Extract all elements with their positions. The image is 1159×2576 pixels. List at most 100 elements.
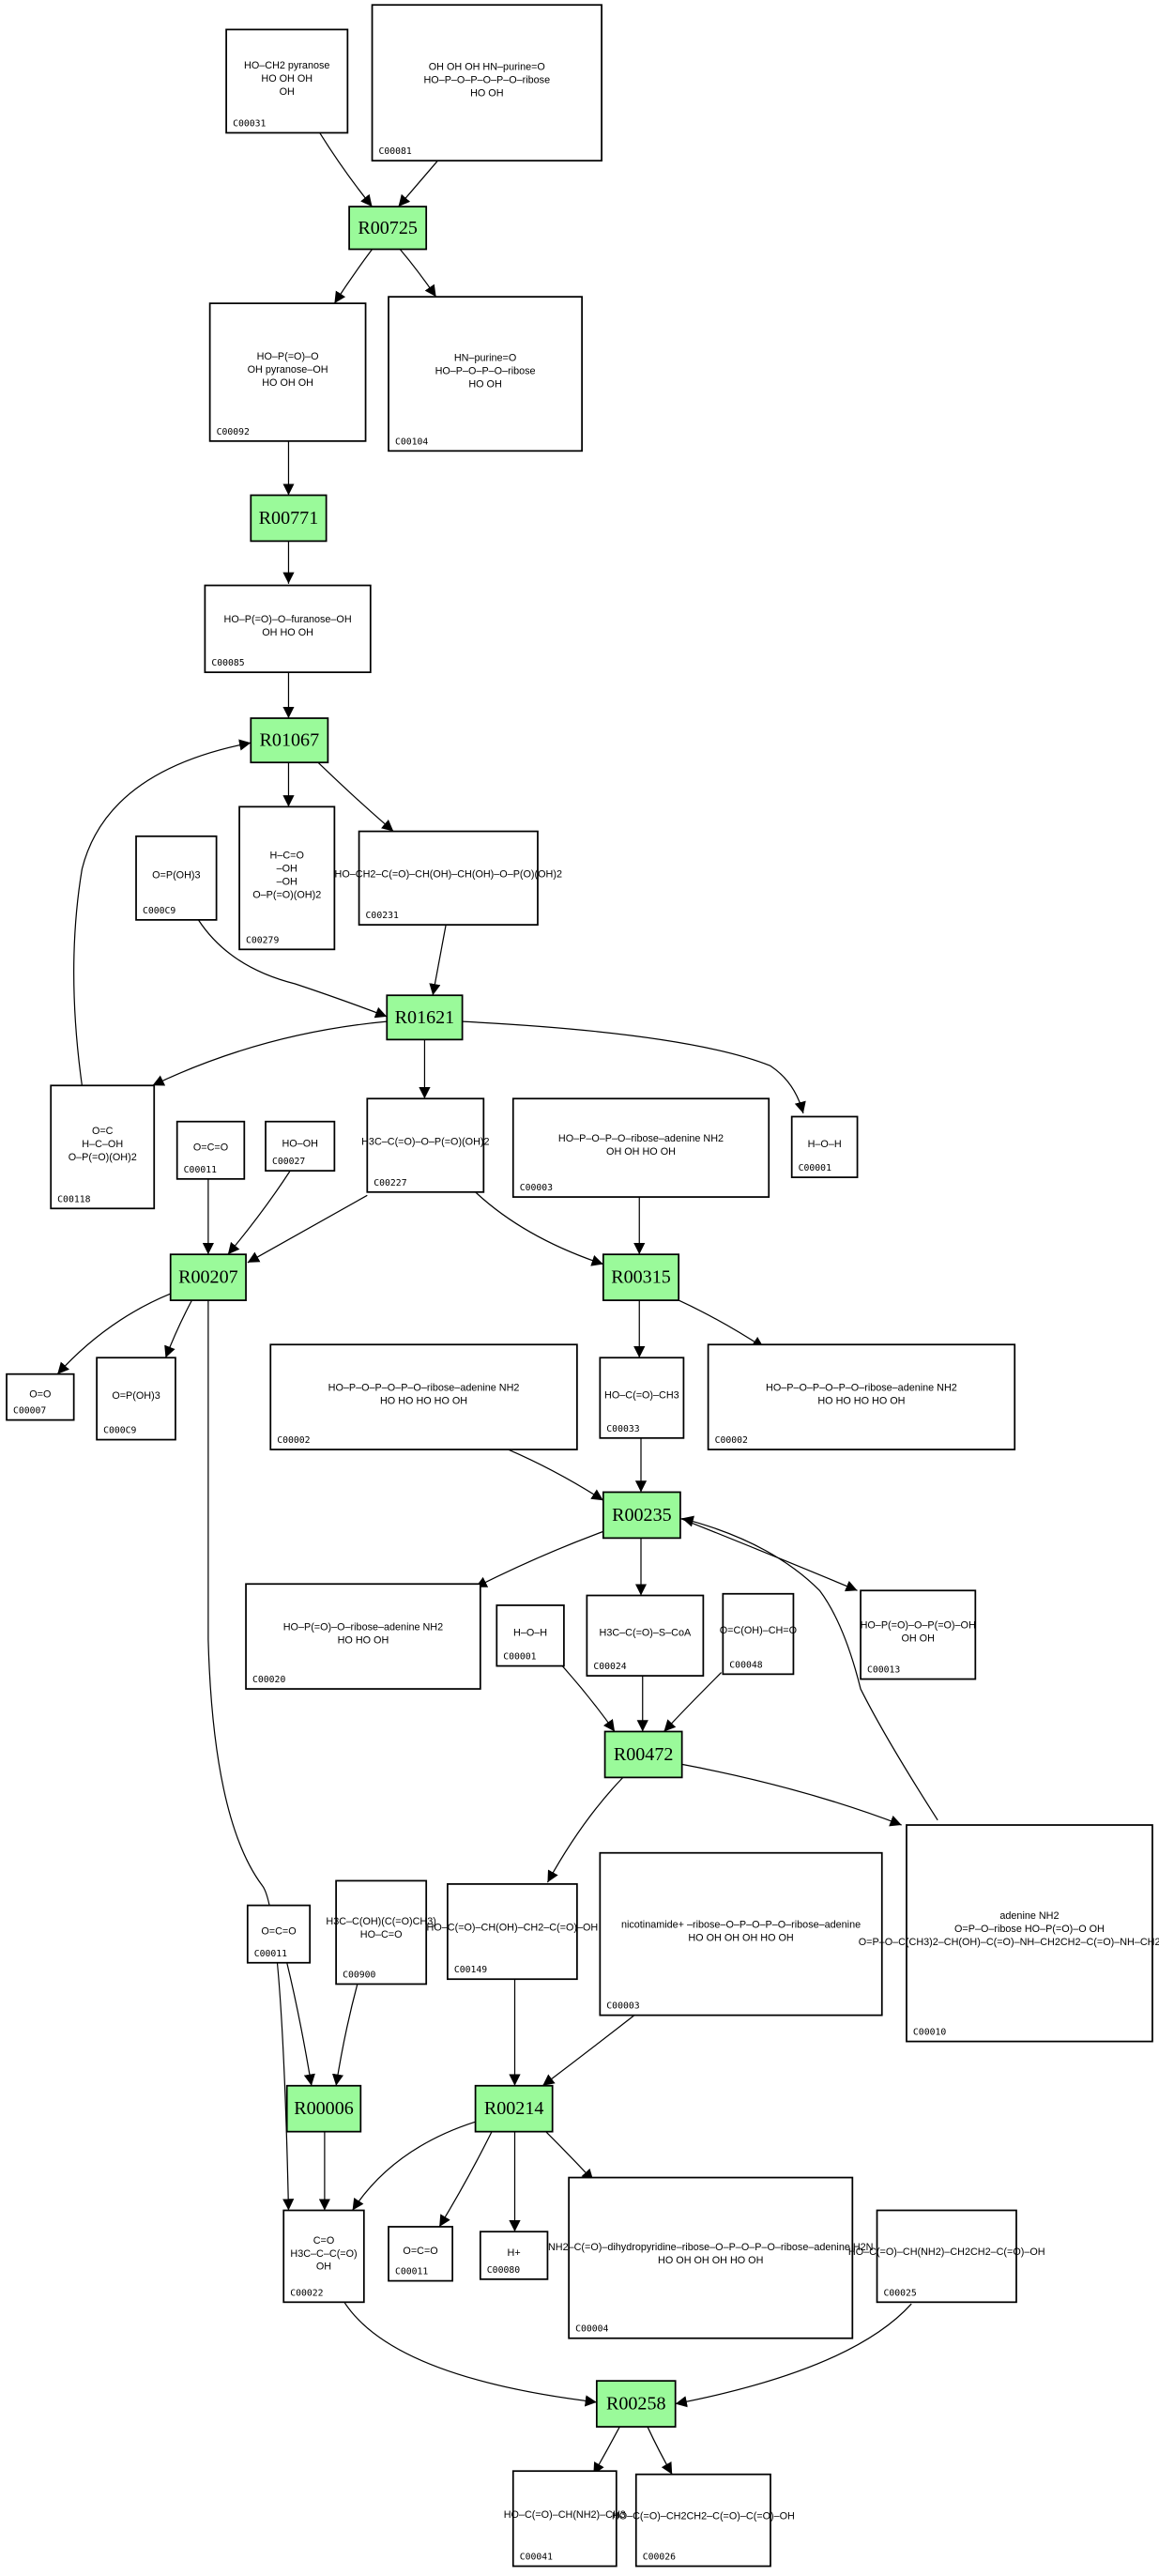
compound-node[interactable]: HO–C(=O)–CH2CH2–C(=O)–C(=O)–OH C00026 xyxy=(612,2473,795,2568)
compound-box xyxy=(204,584,372,674)
structure-line: HN–purine=O xyxy=(454,353,516,364)
reaction-node[interactable]: R01621 xyxy=(386,994,464,1041)
reaction-node[interactable]: R00315 xyxy=(602,1253,680,1301)
edge-R01621-C00118 xyxy=(152,1020,388,1086)
structure-line: HO–C(=O)–CH(OH)–CH2–C(=O)–OH xyxy=(427,1922,599,1933)
structure-line: HO OH xyxy=(468,379,501,391)
compound-box xyxy=(722,1592,795,1676)
reaction-node[interactable]: R00472 xyxy=(603,1730,683,1779)
compound-node[interactable]: NH2–C(=O)–dihydropyridine–ribose–O–P–O–P… xyxy=(548,2176,874,2339)
structure-line: O=O xyxy=(29,1389,51,1401)
compound-id: C00026 xyxy=(643,2553,676,2563)
compound-id: C00011 xyxy=(395,2267,428,2277)
compound-id: C00011 xyxy=(254,1949,287,1959)
compound-box xyxy=(175,1120,246,1180)
reaction-node[interactable]: R00214 xyxy=(474,2084,554,2133)
edge-C00027-R00207 xyxy=(227,1170,291,1255)
structure-line: nicotinamide+ –ribose–O–P–O–P–O–ribose–a… xyxy=(621,1920,861,1931)
compound-id: C00001 xyxy=(799,1163,831,1173)
reaction-node[interactable]: R00258 xyxy=(595,2380,677,2428)
reaction-node[interactable]: R00207 xyxy=(169,1253,247,1301)
structure-line: HO–P(=O)–O xyxy=(257,351,319,362)
reaction-label: R00207 xyxy=(178,1267,238,1288)
reaction-label: R00214 xyxy=(484,2098,544,2119)
structure-line: O=P–O–ribose HO–P(=O)–O OH xyxy=(954,1924,1105,1935)
compound-id: C00279 xyxy=(246,935,279,945)
compound-box xyxy=(269,1343,578,1450)
compound-node[interactable]: H+C00080 xyxy=(479,2231,549,2280)
reaction-node[interactable]: R00771 xyxy=(250,494,328,543)
compound-box xyxy=(265,1120,336,1172)
compound-node[interactable]: nicotinamide+ –ribose–O–P–O–P–O–ribose–a… xyxy=(599,1851,883,2016)
structure-line: H3C–C(OH)(C(=O)CH3) xyxy=(326,1916,435,1927)
structure-line: O=C xyxy=(92,1126,114,1137)
compound-id: C00092 xyxy=(217,427,250,437)
reaction-node[interactable]: R00006 xyxy=(285,2084,362,2133)
compound-id: C00027 xyxy=(272,1157,305,1167)
compound-node[interactable]: OH OH OH HN–purine=OHO–P–O–P–O–P–O–ribos… xyxy=(371,4,602,162)
structure-line: O=P(OH)3 xyxy=(152,870,200,882)
reaction-node[interactable]: R01067 xyxy=(250,717,329,764)
edge-R00258-C00026 xyxy=(647,2426,673,2476)
compound-id: C00003 xyxy=(606,2001,639,2012)
compound-box xyxy=(586,1594,705,1677)
structure-line: adenine NH2 xyxy=(999,1910,1059,1922)
edge-R00315-C00002b xyxy=(678,1299,765,1349)
structure-line: HO–P(=O)–O–ribose–adenine NH2 xyxy=(283,1622,443,1633)
compound-id: C00010 xyxy=(913,2028,946,2038)
structure-line: HO–P–O–P–O–ribose–adenine NH2 xyxy=(558,1133,724,1144)
reaction-node[interactable]: R00235 xyxy=(602,1491,681,1540)
structure-line: O=C=O xyxy=(261,1926,296,1938)
edge-C00002a-R00235 xyxy=(508,1449,604,1501)
compound-box xyxy=(96,1357,176,1441)
edge-R01067-C00231 xyxy=(317,761,394,833)
compound-id: C00013 xyxy=(867,1665,900,1676)
structure-line: O=C=O xyxy=(193,1142,228,1154)
structure-line: HO–P–O–P–O–P–O–ribose–adenine NH2 xyxy=(766,1383,957,1394)
reaction-label: R00472 xyxy=(614,1744,674,1765)
structure-line: HO OH OH xyxy=(262,377,313,389)
edge-R00725-C00104 xyxy=(399,249,437,298)
edge-R00235-C00020 xyxy=(475,1530,604,1588)
compound-node[interactable]: O=C=O C00011 xyxy=(246,1904,312,1964)
structure-line: O=C(OH)–CH=O xyxy=(720,1625,797,1636)
compound-box xyxy=(707,1343,1016,1450)
structure-line: HO–C=O xyxy=(360,1929,403,1940)
structure-line: HO–C(=O)–CH2CH2–C(=O)–C(=O)–OH xyxy=(612,2510,795,2522)
reaction-node[interactable]: R00725 xyxy=(348,206,428,251)
compound-node[interactable]: HO–CH2–C(=O)–CH(OH)–CH(OH)–O–P(O)(OH)2C0… xyxy=(335,830,562,926)
structure-line: H–C=O xyxy=(270,851,304,862)
structure-line: –OH xyxy=(277,864,297,875)
edge-R00725-C00092 xyxy=(333,249,374,304)
compound-id: C00004 xyxy=(575,2324,608,2335)
